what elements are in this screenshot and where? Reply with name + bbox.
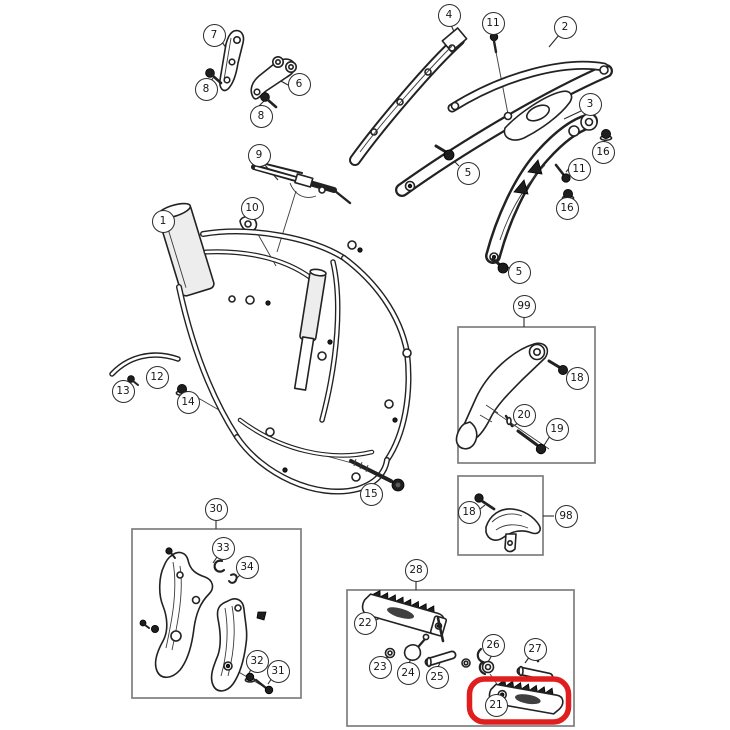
part-hose-12 bbox=[109, 352, 181, 377]
part-guard-right-30 bbox=[210, 598, 248, 692]
callout-21[interactable]: 21 bbox=[484, 693, 508, 717]
callout-23[interactable]: 23 bbox=[368, 655, 392, 679]
part-bracket-7 bbox=[219, 29, 245, 92]
callout-98[interactable]: 98 bbox=[554, 504, 578, 528]
part-bolt-11b bbox=[554, 163, 571, 183]
callout-8b[interactable]: 8 bbox=[249, 104, 273, 128]
callout-30[interactable]: 30 bbox=[204, 497, 228, 521]
part-bolt-18a bbox=[547, 359, 569, 375]
part-bolt-5b bbox=[491, 257, 509, 274]
callout-31[interactable]: 31 bbox=[266, 659, 290, 683]
part-clip-34 bbox=[228, 573, 238, 584]
callout-19[interactable]: 19 bbox=[545, 417, 569, 441]
part-spring-26 bbox=[476, 647, 495, 676]
part-nut-32 bbox=[244, 672, 256, 683]
part-pin-27 bbox=[516, 643, 554, 682]
callout-12[interactable]: 12 bbox=[145, 365, 169, 389]
part-bolt-8a bbox=[205, 68, 223, 85]
part-pin-20 bbox=[504, 414, 514, 428]
part-guard-left-30 bbox=[154, 551, 214, 679]
part-bolt-11a bbox=[489, 32, 499, 54]
callout-8a[interactable]: 8 bbox=[194, 77, 218, 101]
callout-6[interactable]: 6 bbox=[287, 72, 311, 96]
part-bolt-15 bbox=[349, 458, 405, 492]
highlight-box-21 bbox=[466, 676, 572, 725]
part-clamp-33 bbox=[213, 559, 226, 573]
callout-10[interactable]: 10 bbox=[240, 196, 264, 220]
callout-99[interactable]: 99 bbox=[512, 294, 536, 318]
part-subframe-3 bbox=[485, 113, 598, 264]
part-subframe-4 bbox=[349, 27, 468, 166]
callout-7[interactable]: 7 bbox=[202, 23, 226, 47]
callout-14[interactable]: 14 bbox=[176, 390, 200, 414]
callout-22[interactable]: 22 bbox=[353, 611, 377, 635]
part-bolt-19 bbox=[516, 429, 547, 455]
part-washer-26 bbox=[461, 658, 471, 668]
callout-1[interactable]: 1 bbox=[151, 209, 175, 233]
callout-15[interactable]: 15 bbox=[359, 482, 383, 506]
callout-28[interactable]: 28 bbox=[404, 558, 428, 582]
callout-34[interactable]: 34 bbox=[235, 555, 259, 579]
callout-5a[interactable]: 5 bbox=[456, 161, 480, 185]
callout-11a[interactable]: 11 bbox=[481, 11, 505, 35]
callout-20[interactable]: 20 bbox=[512, 403, 536, 427]
callout-25[interactable]: 25 bbox=[425, 665, 449, 689]
part-slider-98 bbox=[485, 508, 541, 553]
callout-9[interactable]: 9 bbox=[247, 143, 271, 167]
callout-32[interactable]: 32 bbox=[245, 649, 269, 673]
callout-13[interactable]: 13 bbox=[111, 379, 135, 403]
part-linkage-9 bbox=[249, 159, 352, 205]
callout-11b[interactable]: 11 bbox=[567, 157, 591, 181]
callout-27[interactable]: 27 bbox=[523, 637, 547, 661]
callout-16a[interactable]: 16 bbox=[591, 140, 615, 164]
group-boxes bbox=[131, 318, 596, 727]
callout-18a[interactable]: 18 bbox=[565, 366, 589, 390]
callout-4[interactable]: 4 bbox=[437, 3, 461, 27]
callout-2[interactable]: 2 bbox=[553, 15, 577, 39]
part-pawl-24 bbox=[403, 633, 430, 661]
callout-16b[interactable]: 16 bbox=[555, 196, 579, 220]
part-bolt-18b bbox=[474, 493, 496, 511]
callout-26[interactable]: 26 bbox=[481, 633, 505, 657]
callout-5b[interactable]: 5 bbox=[507, 260, 531, 284]
group-box-99 bbox=[457, 326, 596, 464]
part-guard-fasteners-30 bbox=[139, 547, 267, 634]
callout-33[interactable]: 33 bbox=[211, 536, 235, 560]
part-pedal-99 bbox=[455, 342, 549, 450]
part-pin-25 bbox=[424, 616, 457, 668]
part-subframe-2 bbox=[395, 60, 613, 197]
callout-18b[interactable]: 18 bbox=[457, 500, 481, 524]
part-bolt-5a bbox=[434, 144, 455, 161]
part-bolt-8b bbox=[260, 92, 278, 109]
part-screw-31 bbox=[254, 678, 274, 695]
part-frame-1 bbox=[156, 202, 412, 495]
group-box-28 bbox=[346, 589, 575, 727]
callout-3[interactable]: 3 bbox=[578, 92, 602, 116]
part-nut-16a bbox=[599, 128, 613, 142]
part-washer-23 bbox=[384, 647, 396, 659]
callout-24[interactable]: 24 bbox=[396, 661, 420, 685]
